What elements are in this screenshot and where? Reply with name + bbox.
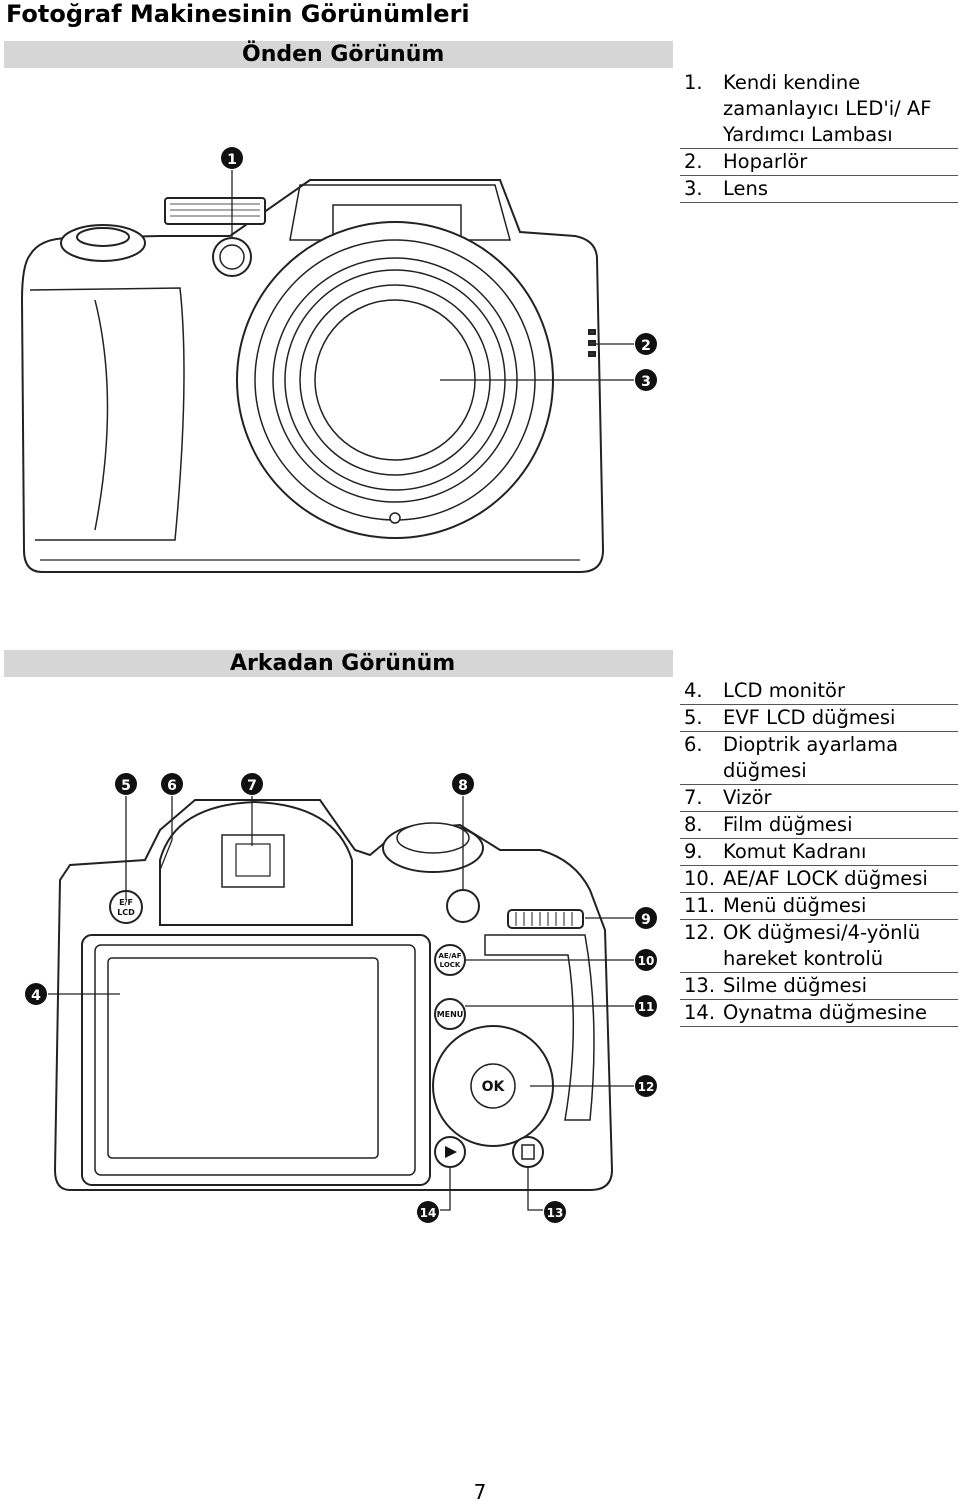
callout-11: 11 xyxy=(638,1000,655,1014)
legend-item-number: 3. xyxy=(684,177,703,200)
legend-item-9: 9. Komut Kadranı xyxy=(680,839,958,866)
legend-item-2: 2. Hoparlör xyxy=(680,149,958,176)
callout-3: 3 xyxy=(641,374,651,390)
evf-button-label-top: E/F xyxy=(119,898,133,907)
legend-item-label: AE/AF LOCK düğmesi xyxy=(723,867,928,890)
legend-item-3: 3. Lens xyxy=(680,176,958,203)
legend-item-10: 10. AE/AF LOCK düğmesi xyxy=(680,866,958,893)
legend-item-label: Lens xyxy=(723,177,769,200)
legend-item-label: Film düğmesi xyxy=(723,813,853,836)
front-view-heading-bar: Önden Görünüm xyxy=(4,41,673,68)
legend-item-label: Dioptrik ayarlama düğmesi xyxy=(723,733,899,782)
page-number: 7 xyxy=(473,1480,487,1504)
legend-item-label: Komut Kadranı xyxy=(723,840,867,863)
legend-item-number: 8. xyxy=(684,813,703,836)
legend-item-label: Menü düğmesi xyxy=(723,894,867,917)
aeaf-button-label-bottom: LOCK xyxy=(440,961,461,969)
legend-item-number: 7. xyxy=(684,786,703,809)
callout-9: 9 xyxy=(641,912,651,928)
callout-8: 8 xyxy=(458,778,468,794)
legend-item-label: Silme düğmesi xyxy=(723,974,868,997)
legend-item-number: 13. xyxy=(684,974,716,997)
legend-item-label: Hoparlör xyxy=(723,150,808,173)
legend-item-number: 10. xyxy=(684,867,716,890)
callout-2: 2 xyxy=(641,338,651,354)
callout-6: 6 xyxy=(167,778,177,794)
legend-item-5: 5. EVF LCD düğmesi xyxy=(680,705,958,732)
legend-item-number: 12. xyxy=(684,921,716,944)
callout-5: 5 xyxy=(121,778,131,794)
legend-item-6: 6. Dioptrik ayarlama düğmesi xyxy=(680,732,958,785)
callout-12: 12 xyxy=(638,1080,655,1094)
back-view-heading: Arkadan Görünüm xyxy=(230,651,456,676)
callout-13: 13 xyxy=(547,1206,564,1220)
legend-item-label: LCD monitör xyxy=(723,679,845,702)
back-view-heading-bar: Arkadan Görünüm xyxy=(4,650,673,677)
legend-item-label: Oynatma düğmesine xyxy=(723,1001,928,1024)
legend-item-number: 2. xyxy=(684,150,703,173)
legend-item-11: 11. Menü düğmesi xyxy=(680,893,958,920)
evf-button-label-bottom: LCD xyxy=(117,908,135,917)
legend-item-number: 11. xyxy=(684,894,716,917)
legend-item-number: 9. xyxy=(684,840,703,863)
legend-item-label: EVF LCD düğmesi xyxy=(723,706,896,729)
front-view-legend: 1. Kendi kendine zamanlayıcı LED'i/ AF Y… xyxy=(680,70,958,203)
legend-item-label: Vizör xyxy=(723,786,772,809)
legend-item-number: 1. xyxy=(684,71,703,94)
legend-item-7: 7. Vizör xyxy=(680,785,958,812)
legend-item-label: OK düğmesi/4-yönlü hareket kontrolü xyxy=(723,921,921,970)
legend-item-label: Kendi kendine zamanlayıcı LED'i/ AF Yard… xyxy=(723,71,932,146)
callout-7: 7 xyxy=(247,778,257,794)
legend-item-number: 4. xyxy=(684,679,703,702)
legend-item-8: 8. Film düğmesi xyxy=(680,812,958,839)
legend-item-14: 14. Oynatma düğmesine xyxy=(680,1000,958,1027)
ok-button-label: OK xyxy=(482,1079,506,1095)
callout-1: 1 xyxy=(227,152,237,168)
front-view-heading: Önden Görünüm xyxy=(242,42,445,67)
back-view-legend: 4. LCD monitör 5. EVF LCD düğmesi 6. Dioptr… xyxy=(680,678,958,1027)
legend-item-12: 12. OK düğmesi/4-yönlü hareket kontrolü xyxy=(680,920,958,973)
legend-item-number: 6. xyxy=(684,733,703,756)
legend-item-13: 13. Silme düğmesi xyxy=(680,973,958,1000)
camera-front-drawing: 1 2 3 xyxy=(20,147,657,573)
callout-4: 4 xyxy=(31,988,41,1004)
page-title: Fotoğraf Makinesinin Görünümleri xyxy=(6,0,470,28)
aeaf-button-label-top: AE/AF xyxy=(439,952,462,960)
legend-item-4: 4. LCD monitör xyxy=(680,678,958,705)
camera-back-drawing: E/F LCD AE/AF LOCK MENU OK 5 6 7 8 9 10 … xyxy=(25,773,657,1223)
callout-10: 10 xyxy=(638,954,655,968)
legend-item-number: 14. xyxy=(684,1001,716,1024)
legend-item-1: 1. Kendi kendine zamanlayıcı LED'i/ AF Y… xyxy=(680,70,958,149)
callout-14: 14 xyxy=(420,1206,437,1220)
legend-item-number: 5. xyxy=(684,706,703,729)
menu-button-label: MENU xyxy=(437,1010,464,1019)
